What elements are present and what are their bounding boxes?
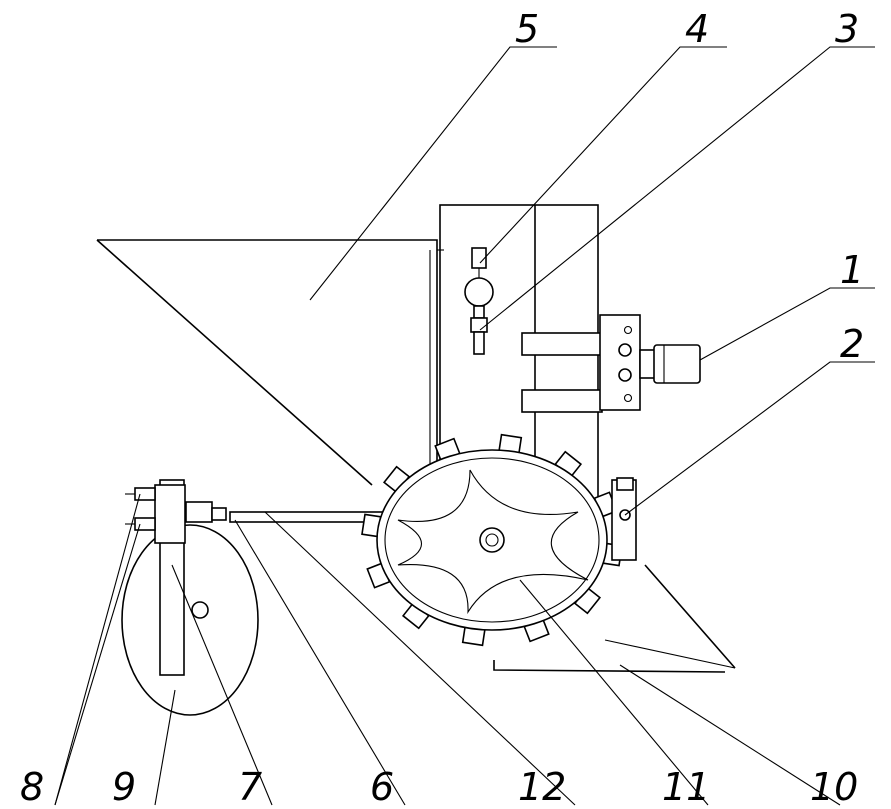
motor-assembly bbox=[599, 314, 701, 411]
callout-1: 1 bbox=[840, 248, 864, 292]
callout-12: 12 bbox=[518, 765, 566, 809]
callout-9: 9 bbox=[112, 765, 136, 809]
callout-6: 6 bbox=[370, 765, 394, 809]
hopper bbox=[96, 239, 444, 500]
callout-8: 8 bbox=[20, 765, 44, 809]
support-wheel-assembly bbox=[121, 479, 259, 716]
plough-share bbox=[493, 477, 736, 673]
callout-5: 5 bbox=[515, 7, 539, 51]
callout-labels: 5 4 3 1 2 8 9 7 6 12 11 10 bbox=[20, 7, 864, 809]
callout-leaders bbox=[54, 46, 875, 806]
callout-4: 4 bbox=[685, 7, 709, 51]
callout-11: 11 bbox=[662, 765, 710, 809]
callout-3: 3 bbox=[835, 7, 859, 51]
callout-10: 10 bbox=[810, 765, 858, 809]
sensor-assembly bbox=[464, 247, 494, 355]
callout-7: 7 bbox=[238, 765, 262, 809]
seed-disc bbox=[361, 433, 623, 647]
callout-2: 2 bbox=[840, 322, 864, 366]
